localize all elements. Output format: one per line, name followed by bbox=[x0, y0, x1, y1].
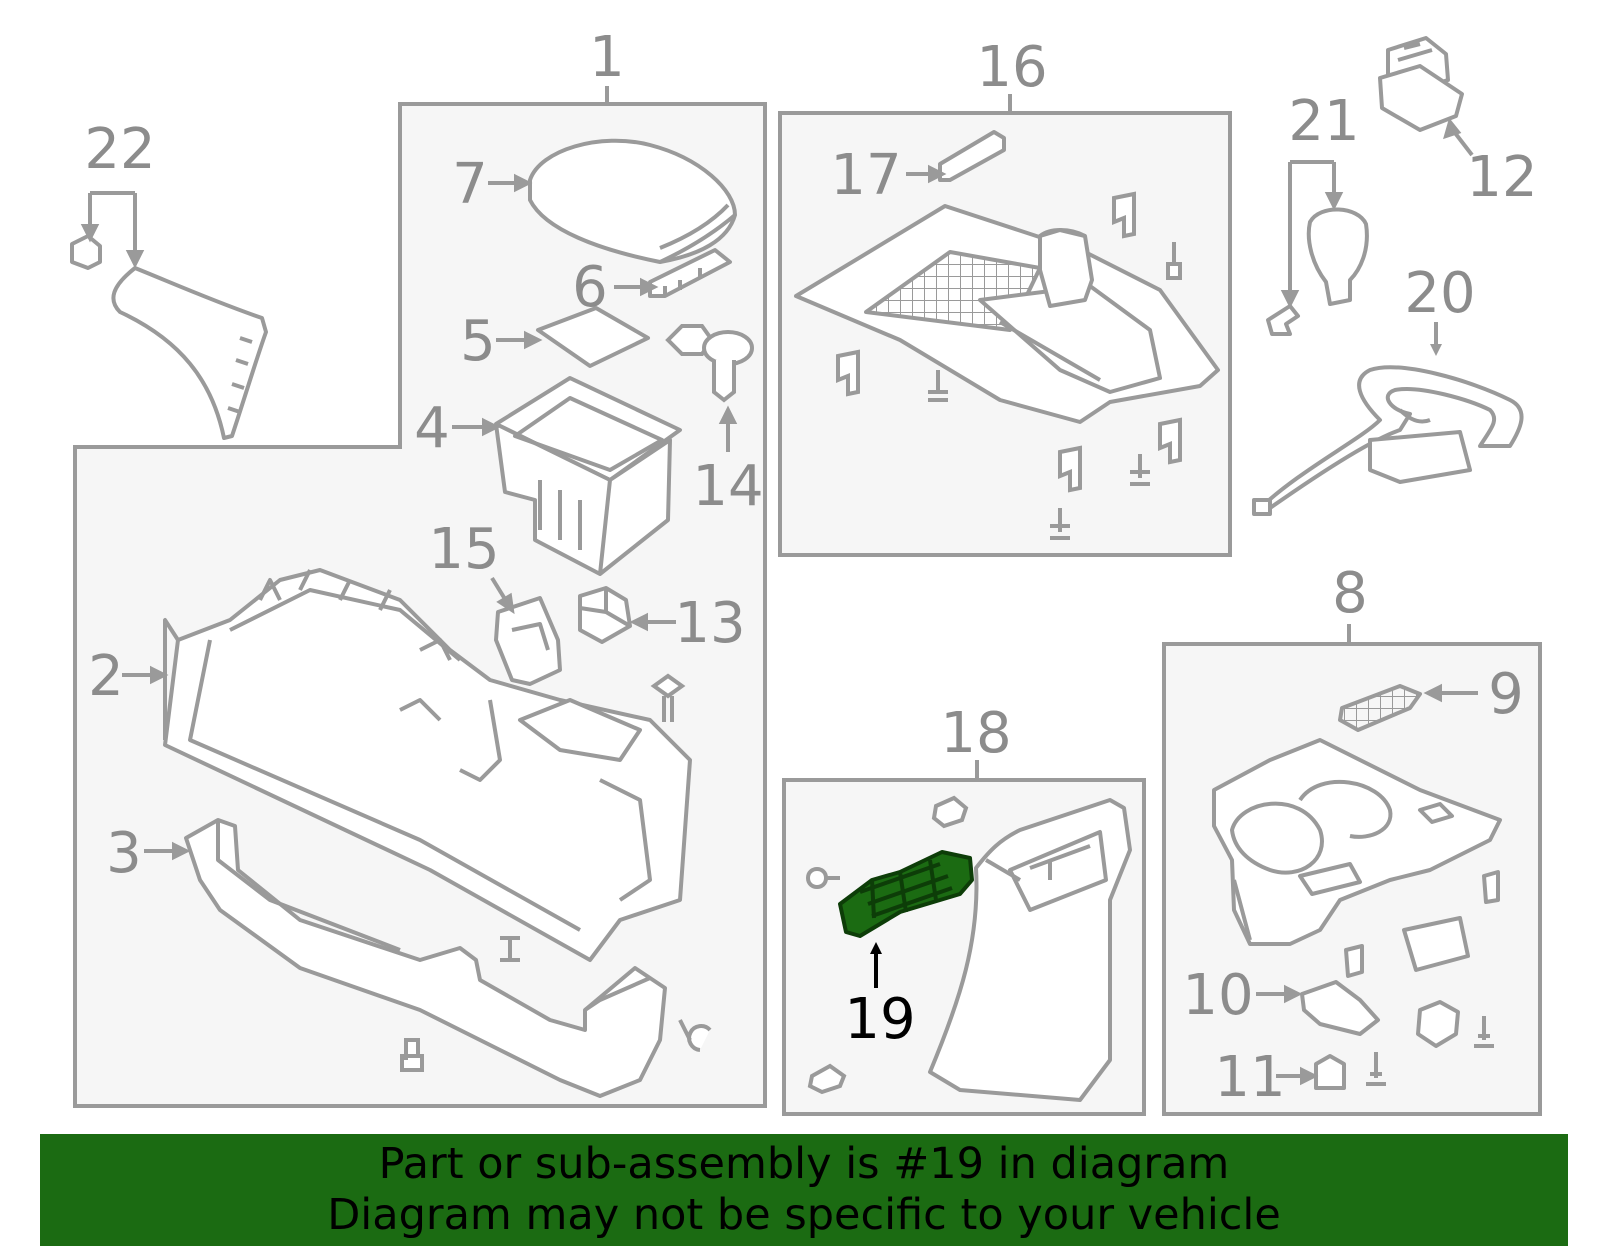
callout-5: 5 bbox=[460, 309, 496, 374]
callout-3: 3 bbox=[106, 821, 142, 886]
part-2-fasteners bbox=[400, 673, 712, 1072]
part-10-bracket bbox=[1300, 980, 1380, 1036]
part-16-shift-panel bbox=[794, 204, 1220, 424]
part-3-duct bbox=[184, 818, 667, 1098]
part-22-leaders bbox=[80, 191, 145, 269]
part-6-bracket bbox=[648, 248, 732, 298]
part-14-clip bbox=[665, 324, 754, 403]
callout-19: 19 bbox=[844, 987, 915, 1052]
part-18-clips bbox=[805, 795, 969, 1095]
callout-17: 17 bbox=[830, 143, 901, 208]
callout-10: 10 bbox=[1182, 963, 1253, 1028]
callout-8: 8 bbox=[1332, 561, 1368, 626]
part-22-side-trim bbox=[70, 234, 268, 440]
callout-14: 14 bbox=[692, 454, 763, 519]
part-18-rear-trim bbox=[928, 798, 1132, 1102]
banner-line-2: Diagram may not be specific to your vehi… bbox=[327, 1190, 1281, 1240]
part-5-mat bbox=[536, 306, 650, 368]
part-21-shift-knob bbox=[1266, 207, 1369, 336]
part-11-clip bbox=[1314, 1054, 1346, 1090]
leader-arrows bbox=[122, 117, 1478, 1086]
part-8-fasteners bbox=[1344, 870, 1500, 1086]
callout-11: 11 bbox=[1214, 1045, 1285, 1110]
part-9-vent-grille bbox=[1338, 684, 1422, 732]
callout-20: 20 bbox=[1404, 261, 1475, 326]
callout-22: 22 bbox=[84, 117, 155, 182]
part-12-switch bbox=[1378, 36, 1464, 132]
callout-13: 13 bbox=[674, 591, 745, 656]
part-8-cup-holder bbox=[1212, 738, 1502, 946]
callout-9: 9 bbox=[1488, 662, 1524, 727]
callout-18: 18 bbox=[940, 701, 1011, 766]
banner-line-1: Part or sub-assembly is #19 in diagram bbox=[378, 1139, 1230, 1189]
part-13-switch bbox=[578, 586, 632, 644]
part-20-harness bbox=[1252, 365, 1524, 516]
callout-7: 7 bbox=[452, 152, 488, 217]
callout-16: 16 bbox=[976, 35, 1047, 100]
callout-15: 15 bbox=[428, 517, 499, 582]
part-2-console-body bbox=[163, 568, 692, 962]
part-19-leader bbox=[870, 942, 882, 988]
part-7-armrest-lid bbox=[528, 138, 737, 264]
callout-6: 6 bbox=[572, 255, 608, 320]
part-17-clip bbox=[938, 130, 1006, 182]
callout-1: 1 bbox=[589, 25, 625, 90]
info-banner: Part or sub-assembly is #19 in diagram D… bbox=[40, 1134, 1568, 1246]
parts-diagram: 1 2 3 4 5 6 7 8 9 10 11 12 13 14 15 16 1… bbox=[70, 25, 1542, 1116]
part-16-fasteners bbox=[836, 191, 1182, 540]
callout-2: 2 bbox=[88, 644, 124, 709]
callout-21: 21 bbox=[1288, 89, 1359, 154]
part-15-bracket bbox=[494, 596, 562, 686]
part-4-storage-box bbox=[494, 376, 682, 576]
callout-12: 12 bbox=[1466, 145, 1537, 210]
part-21-leaders bbox=[1280, 160, 1344, 309]
part-19-air-vent bbox=[838, 850, 974, 938]
callout-4: 4 bbox=[414, 396, 450, 461]
